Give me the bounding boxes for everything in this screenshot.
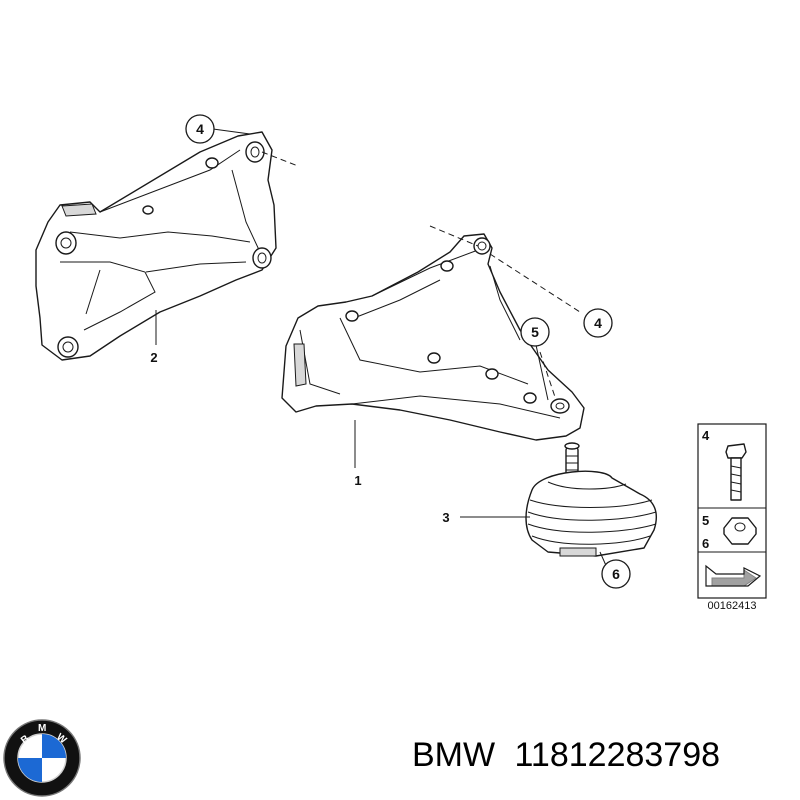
callout-2: 2 <box>150 350 157 365</box>
bolt-axis-arm <box>429 225 479 247</box>
legend-number-6: 6 <box>702 536 709 551</box>
engine-bracket-left <box>35 131 277 361</box>
nut-icon <box>723 517 757 545</box>
bolt-axis-upper <box>261 151 299 167</box>
engine-support-arm-right <box>281 233 585 441</box>
legend-number-5: 5 <box>702 513 709 528</box>
callout-1: 1 <box>354 473 361 488</box>
leader-4a <box>212 128 251 135</box>
callout-label: 6 <box>612 566 620 582</box>
callout-5: 5 <box>520 317 550 347</box>
callout-3: 3 <box>442 510 449 525</box>
bolt-axis-right <box>489 253 581 313</box>
callout-6: 6 <box>601 559 631 589</box>
bmw-logo-icon: B M W <box>3 719 81 797</box>
legend-number-4: 4 <box>702 428 710 443</box>
callout-label: 3 <box>442 510 449 525</box>
nut-axis <box>539 351 557 401</box>
leader-5 <box>535 344 549 401</box>
callout-label: 1 <box>354 473 361 488</box>
product-title: BMW 11812283798 <box>412 736 797 792</box>
bolt-icon <box>725 443 747 501</box>
callout-label: 4 <box>594 315 602 331</box>
hardware-legend: 4 5 6 <box>697 423 767 599</box>
diagram-reference-number: 00162413 <box>708 600 757 612</box>
engine-mount-rubber <box>525 442 658 557</box>
direction-arrow-icon <box>705 564 762 587</box>
callout-label: 2 <box>150 350 157 365</box>
part-number: 11812283798 <box>514 736 721 774</box>
callout-label: 4 <box>196 121 204 137</box>
brand-name: BMW <box>412 736 496 774</box>
callout-4-right: 4 <box>583 308 613 338</box>
logo-letter: M <box>38 723 46 734</box>
callout-4-upper: 4 <box>185 114 215 144</box>
callout-label: 5 <box>531 324 539 340</box>
